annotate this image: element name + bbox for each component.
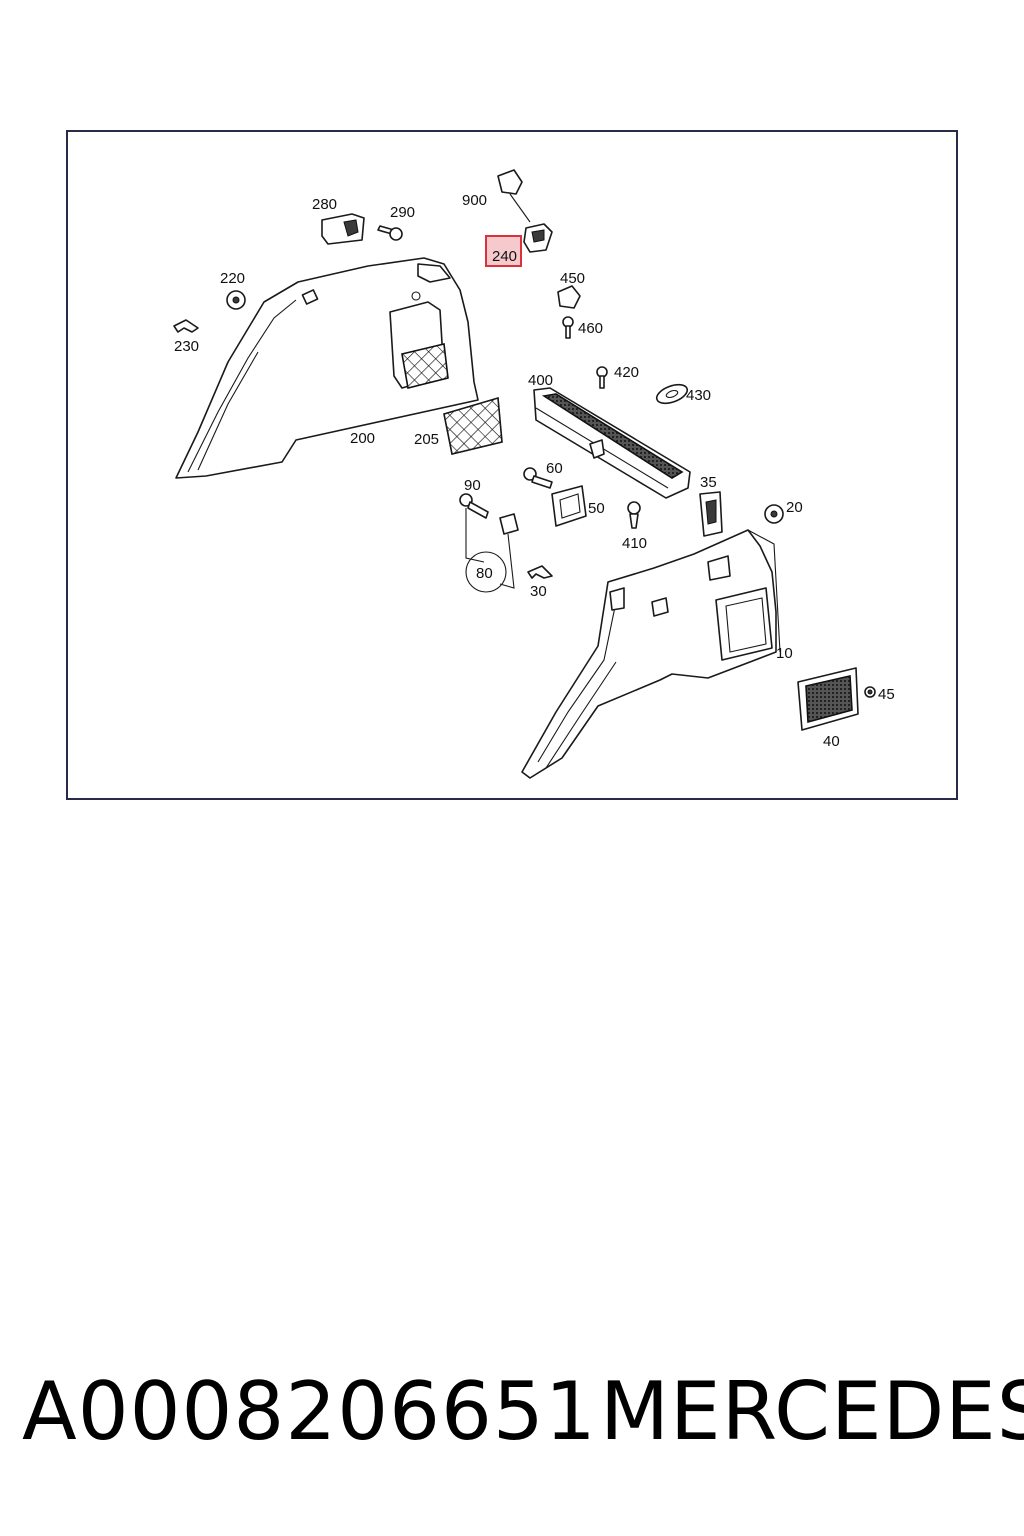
callout-900: 900 [462,192,487,209]
clip-240 [523,223,553,253]
leader-900 [509,193,531,223]
callout-50: 50 [588,500,605,517]
callout-400: 400 [528,372,553,389]
callout-290: 290 [390,204,415,221]
callout-410: 410 [622,535,647,552]
callout-280: 280 [312,196,337,213]
callout-60: 60 [546,460,563,477]
callout-30: 30 [530,583,547,600]
highlight-box-240 [485,235,522,267]
callout-420: 420 [614,364,639,381]
callout-40: 40 [823,733,840,750]
clip-20 [764,504,784,524]
callout-80: 80 [476,565,493,582]
bracket-280 [321,213,365,245]
nut-450 [557,285,581,309]
callout-20: 20 [786,499,803,516]
callout-450: 450 [560,270,585,287]
callout-90: 90 [464,477,481,494]
screw-290 [377,225,403,241]
latch-35 [699,491,723,537]
clip-30 [527,565,553,579]
left-side-trim-panel [175,257,479,479]
bracket-50 [551,485,587,527]
callout-10: 10 [776,645,793,662]
clip-410 [627,501,641,529]
callout-35: 35 [700,474,717,491]
callout-460: 460 [578,320,603,337]
callout-220: 220 [220,270,245,287]
callout-230: 230 [174,338,199,355]
callout-430: 430 [686,387,711,404]
screw-60 [523,467,553,489]
callout-240: 240 [492,248,517,265]
parts-diagram: 900 280 290 240 220 450 230 460 420 400 … [173,169,895,779]
screw-420 [596,366,608,389]
callout-circle-80 [465,551,507,593]
cargo-net-205-frame [443,397,503,455]
clip-220 [226,290,246,310]
screw-460 [562,316,574,339]
part-info-footer: A0008206651 MERCEDES [0,1365,1024,1475]
callout-205: 205 [414,431,439,448]
parts-diagram-frame: 900 280 290 240 220 450 230 460 420 400 … [66,130,958,800]
right-side-trim-panel [521,529,781,779]
clip-230 [173,319,199,333]
nut-45 [864,686,876,698]
speaker-grille-40 [797,667,859,731]
cargo-net-205 [443,396,503,455]
brand-name: MERCEDES [600,1365,1024,1458]
callout-200: 200 [350,430,375,447]
part-number: A0008206651 [22,1365,597,1458]
leader-80 [465,508,515,589]
bolt-90 [459,493,489,519]
nut-80 [499,513,519,535]
load-sill-trim-400 [533,387,691,499]
label-900 [497,169,523,195]
grommet-430 [655,383,689,405]
callout-45: 45 [878,686,895,703]
